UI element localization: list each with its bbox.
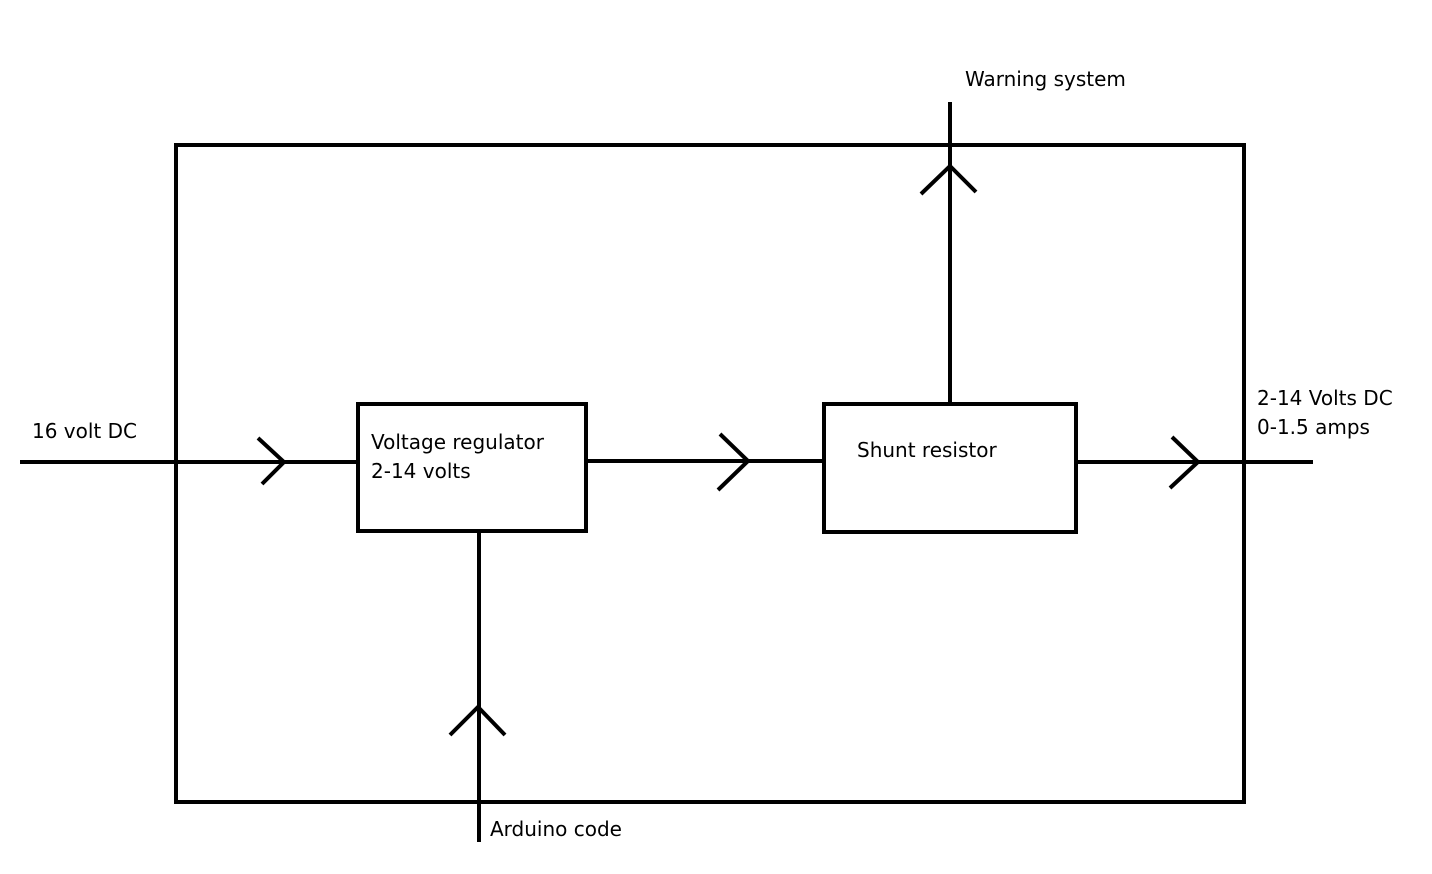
shunt-resistor-block (822, 402, 1078, 534)
input-label: 16 volt DC (32, 419, 137, 443)
arduino-code-label: Arduino code (490, 817, 622, 841)
input-arrow-icon (256, 436, 287, 486)
voltage-regulator-label: Voltage regulator (371, 430, 545, 454)
warning-system-label: Warning system (965, 67, 1126, 91)
shunt-resistor-label: Shunt resistor (857, 438, 997, 462)
voltage-regulator-block (356, 402, 588, 533)
voltage-regulator-range: 2-14 volts (371, 459, 471, 483)
system-enclosure (174, 143, 1246, 804)
output-current-label: 0-1.5 amps (1257, 415, 1370, 439)
warning-arrow-icon (919, 163, 978, 196)
regulator-to-shunt-arrow-icon (716, 432, 751, 492)
arduino-arrow-icon (448, 704, 507, 737)
output-arrow-icon (1168, 435, 1201, 490)
output-voltage-label: 2-14 Volts DC (1257, 386, 1393, 410)
